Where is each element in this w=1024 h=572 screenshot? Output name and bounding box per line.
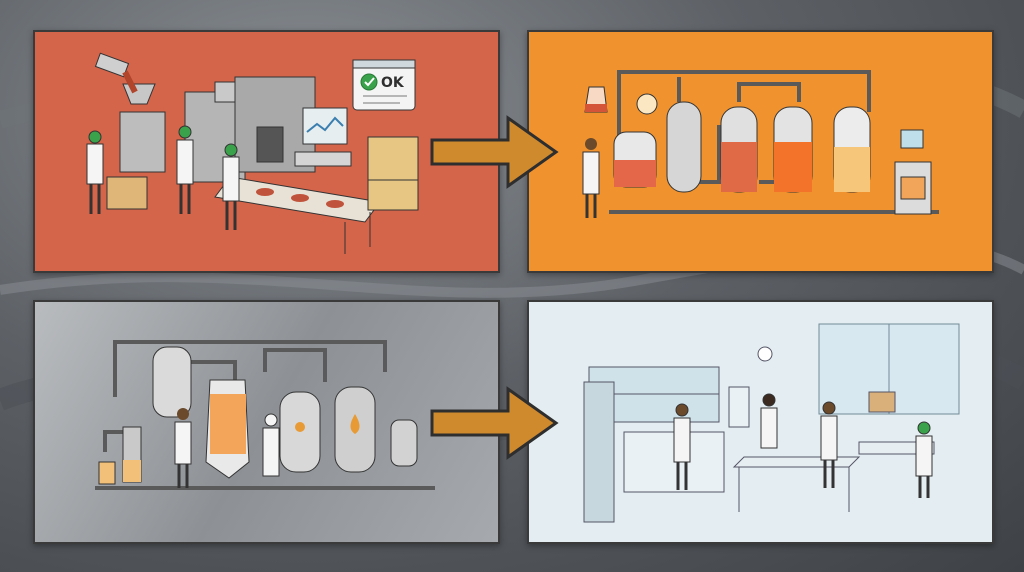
- processing-vessels-panel: [527, 30, 994, 273]
- right-arrow-icon: [430, 386, 559, 460]
- processing-vessels-illustration: [582, 70, 939, 218]
- right-arrow-icon: [430, 115, 559, 189]
- production-line-panel: OK: [33, 30, 500, 273]
- quality-lab-panel: [527, 300, 994, 544]
- ok-status-window: [352, 59, 416, 111]
- stainless-tank-plant-illustration: [95, 340, 435, 490]
- quality-lab-illustration: [583, 323, 960, 523]
- stainless-tank-plant-panel: [33, 300, 500, 544]
- production-line-illustration: [86, 52, 419, 254]
